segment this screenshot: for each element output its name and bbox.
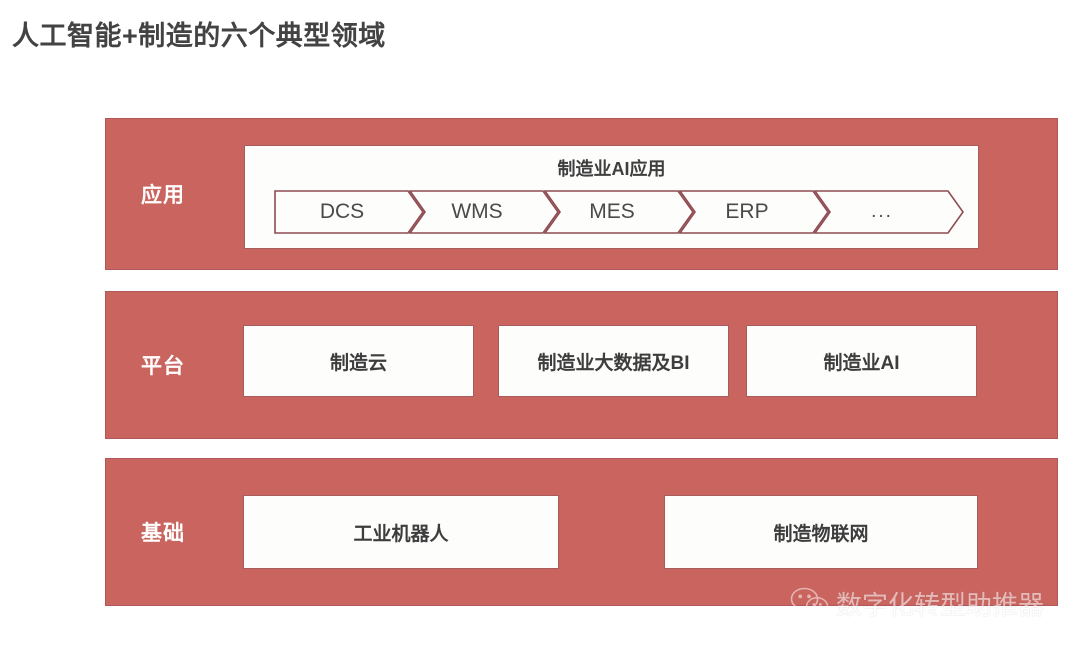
card-manufacturing-iot[interactable]: 制造物联网 bbox=[664, 495, 978, 569]
card-manufacturing-bigdata-bi[interactable]: 制造业大数据及BI bbox=[498, 325, 729, 397]
chevron-flow: DCS WMS MES ERP bbox=[274, 190, 964, 234]
application-panel: 制造业AI应用 DCS WMS MES bbox=[244, 145, 979, 249]
band-application: 应用 制造业AI应用 DCS WMS bbox=[105, 118, 1058, 270]
card-manufacturing-bigdata-bi-label: 制造业大数据及BI bbox=[537, 352, 690, 374]
card-manufacturing-iot-label: 制造物联网 bbox=[773, 523, 869, 545]
band-label-foundation: 基础 bbox=[141, 522, 185, 545]
band-platform: 平台 制造云 制造业大数据及BI 制造业AI bbox=[105, 291, 1058, 439]
band-label-platform: 平台 bbox=[141, 355, 185, 378]
card-manufacturing-cloud[interactable]: 制造云 bbox=[243, 325, 474, 397]
card-industrial-robot[interactable]: 工业机器人 bbox=[243, 495, 559, 569]
card-manufacturing-ai-label: 制造业AI bbox=[823, 352, 900, 374]
band-label-application: 应用 bbox=[141, 184, 185, 207]
card-industrial-robot-label: 工业机器人 bbox=[353, 523, 449, 545]
chevron-wms[interactable]: WMS bbox=[409, 190, 559, 234]
chevron-erp[interactable]: ERP bbox=[679, 190, 829, 234]
band-foundation: 基础 工业机器人 制造物联网 bbox=[105, 458, 1058, 606]
card-manufacturing-ai[interactable]: 制造业AI bbox=[746, 325, 977, 397]
application-panel-title: 制造业AI应用 bbox=[557, 159, 666, 179]
chevron-dcs[interactable]: DCS bbox=[274, 190, 424, 234]
chevron-more[interactable]: ... bbox=[814, 190, 964, 234]
page-title: 人工智能+制造的六个典型领域 bbox=[12, 21, 386, 51]
card-manufacturing-cloud-label: 制造云 bbox=[329, 352, 387, 374]
chevron-mes[interactable]: MES bbox=[544, 190, 694, 234]
